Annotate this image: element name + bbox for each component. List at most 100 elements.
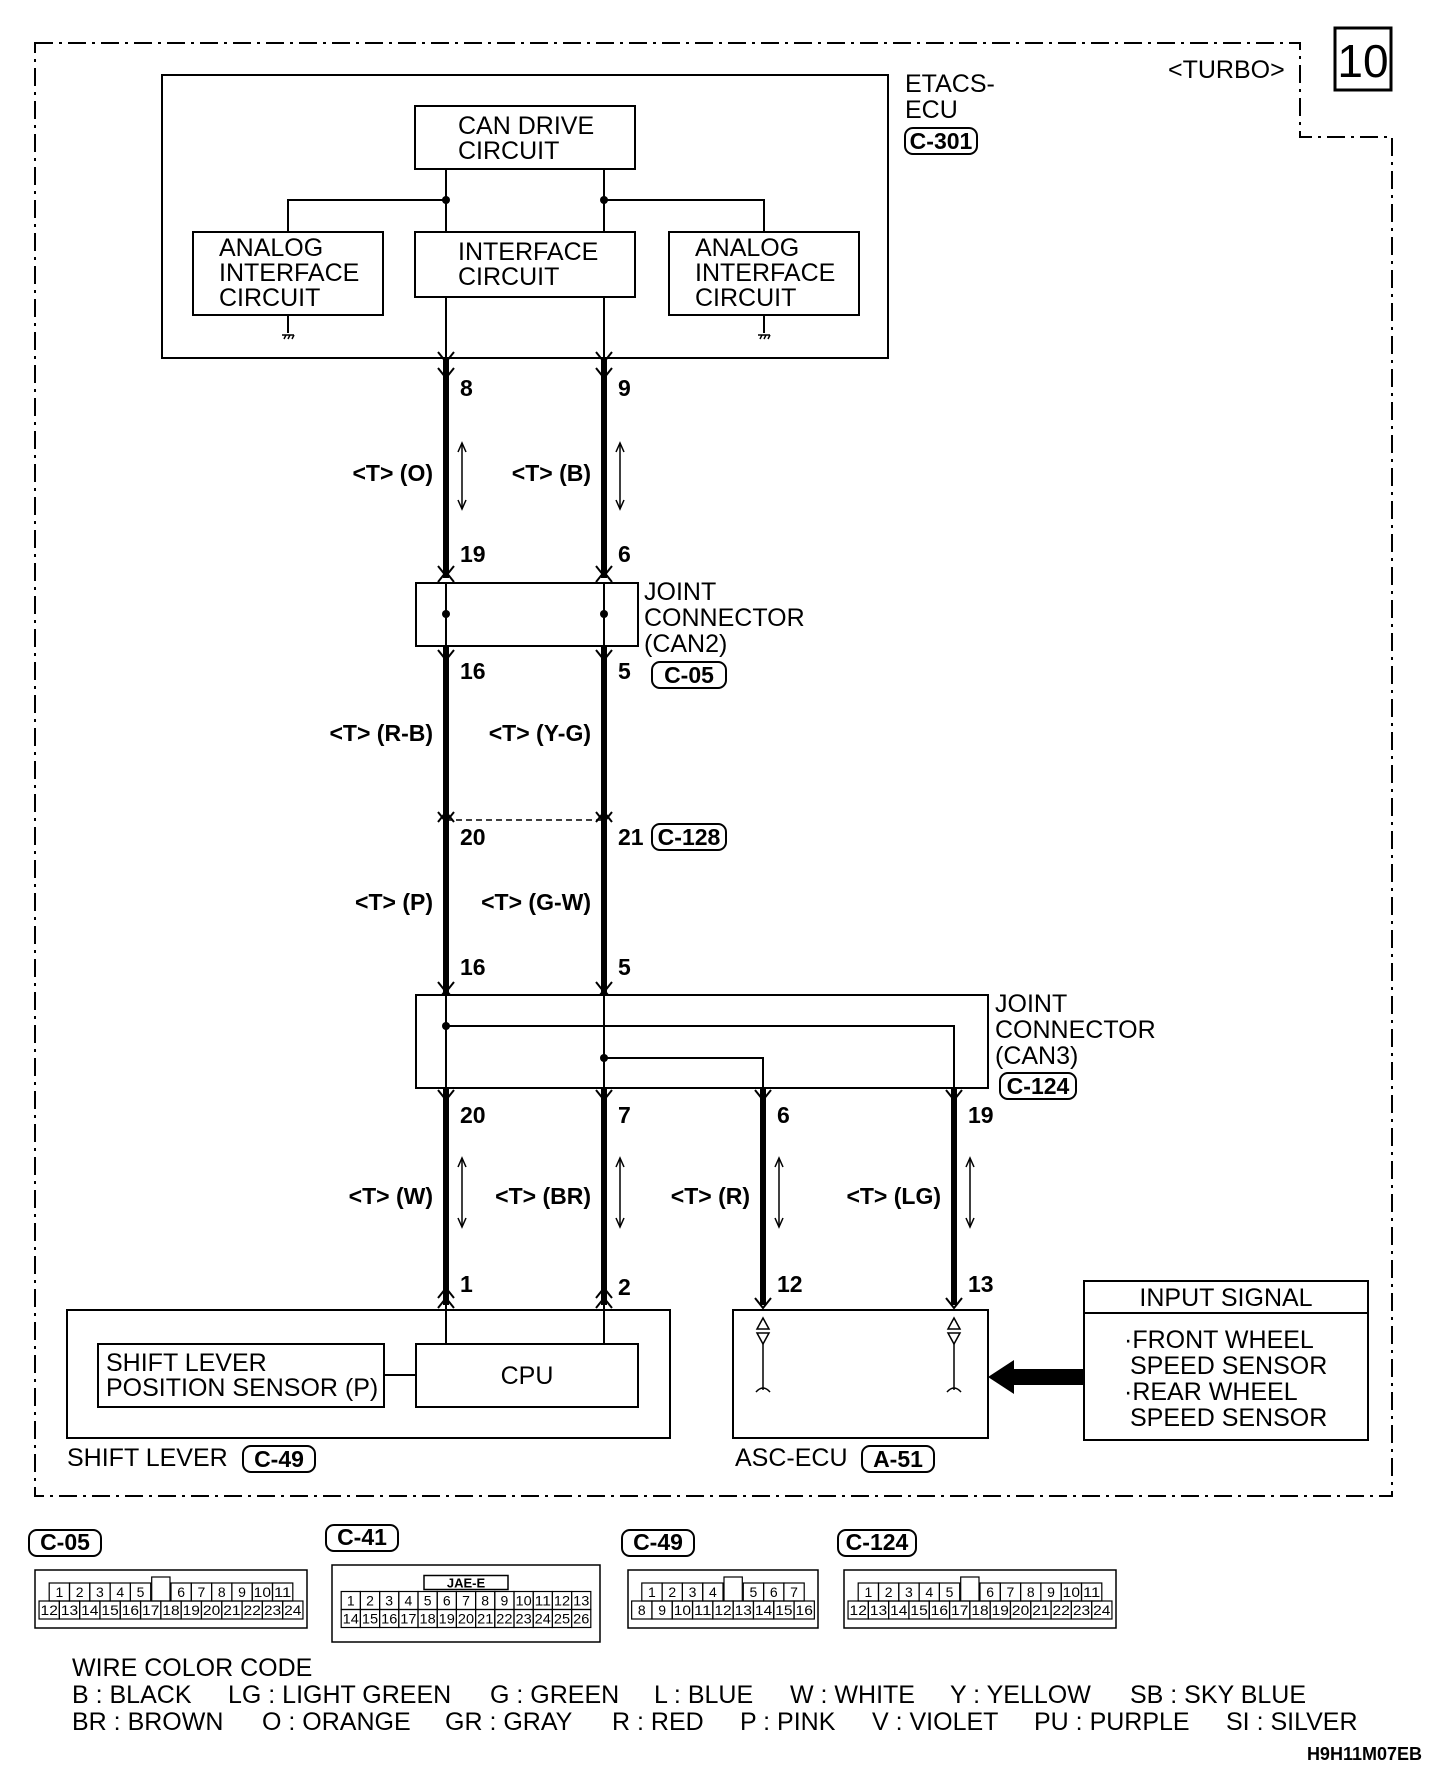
- interface-line1: INTERFACE: [458, 238, 598, 266]
- shift-lever-cpu: [415, 1343, 639, 1408]
- pin-can2-5: 5: [618, 658, 631, 684]
- connector-view-pin-label: 24: [284, 1602, 302, 1618]
- pin-c128-20: 20: [460, 824, 486, 850]
- sensor-line2: POSITION SENSOR (P): [106, 1374, 378, 1402]
- etacs-internal-lines: [287, 169, 765, 358]
- connector-view-tag-box-c-05: [28, 1529, 102, 1557]
- pin-can2-6: 6: [618, 541, 631, 567]
- analog-right-line1: ANALOG: [695, 234, 799, 262]
- connector-view-pin-label: 17: [400, 1611, 416, 1627]
- can2-connector-tag: C-05: [664, 662, 714, 688]
- wire-seg3-left: <T> (P): [355, 889, 433, 915]
- input-signal-line4: SPEED SENSOR: [1130, 1404, 1327, 1432]
- etacs-ecu-box: [161, 74, 889, 359]
- connector-view-pin-label: 15: [362, 1611, 378, 1627]
- connector-view-pin-label: 10: [516, 1593, 532, 1609]
- color-code-sb: SB : SKY BLUE: [1130, 1681, 1306, 1709]
- connector-view-pin-label: 3: [385, 1593, 393, 1609]
- connector-view-pin-label: 25: [554, 1611, 570, 1627]
- pin-shift-2: 2: [618, 1274, 631, 1300]
- wire-seg2-left: <T> (R-B): [330, 720, 434, 746]
- connector-view-pin-label: 6: [986, 1584, 994, 1600]
- connector-view-pin-label: 20: [458, 1611, 474, 1627]
- connector-view-pin-label: 18: [420, 1611, 436, 1627]
- connector-view-pin-label: 14: [755, 1602, 773, 1618]
- connector-view-pin-label: 18: [162, 1602, 180, 1618]
- connector-view-pin-label: 7: [1007, 1584, 1015, 1600]
- connector-view-pin-label: 24: [535, 1611, 551, 1627]
- connector-view-pin-label: 4: [405, 1593, 413, 1609]
- connector-view-pin-label: 15: [101, 1602, 119, 1618]
- pin-can3-20: 20: [460, 1102, 486, 1128]
- input-signal-line3: ·REAR WHEEL: [1124, 1378, 1298, 1406]
- asc-ecu-box: [732, 1309, 989, 1439]
- connector-view-pin-label: 12: [850, 1602, 868, 1618]
- wire-seg4-br: <T> (BR): [495, 1183, 591, 1209]
- connector-view-pin-label: 23: [1073, 1602, 1091, 1618]
- pin-can3-16: 16: [460, 954, 486, 980]
- connector-view-housing-c-41: [331, 1564, 601, 1643]
- wire-seg2-right: <T> (Y-G): [489, 720, 591, 746]
- connector-view-pin-label: 13: [573, 1593, 589, 1609]
- shift-connector-tag-box: [242, 1445, 316, 1473]
- connector-view-pin-label: 16: [931, 1602, 949, 1618]
- pin-can2-19: 19: [460, 541, 486, 567]
- connector-view-pin-label: 16: [122, 1602, 140, 1618]
- wire-seg4-r: <T> (R): [671, 1183, 750, 1209]
- connector-view-pin-label: 21: [1032, 1602, 1050, 1618]
- color-code-b: B : BLACK: [72, 1681, 192, 1709]
- connector-view-tag-c-05: C-05: [40, 1529, 90, 1555]
- color-code-w: W : WHITE: [790, 1681, 915, 1709]
- connector-view-pin-label: 20: [1012, 1602, 1030, 1618]
- connector-view-pin-label: 11: [535, 1593, 551, 1609]
- page-number: 10: [1337, 35, 1388, 87]
- connector-view-pin-label: 6: [443, 1593, 451, 1609]
- c128-connector-tag: C-128: [658, 824, 721, 850]
- pin-etacs-8: 8: [460, 375, 473, 401]
- interface-line2: CIRCUIT: [458, 263, 559, 291]
- joint-connector-can3: [415, 994, 989, 1089]
- connector-view-pin-label: 21: [477, 1611, 493, 1627]
- wire-color-row2: BR : BROWN O : ORANGE GR : GRAY R : RED …: [72, 1708, 1358, 1736]
- wire-seg4-w: <T> (W): [349, 1183, 433, 1209]
- etacs-connector-tag: C-301: [910, 128, 973, 154]
- connector-view-cavity: [570, 1608, 592, 1629]
- connector-view-housing-c-05: [34, 1569, 308, 1629]
- color-code-pu: PU : PURPLE: [1034, 1708, 1190, 1736]
- c128-connector-tag-box: [651, 823, 727, 851]
- can2-label-1: JOINT: [644, 578, 716, 606]
- connector-view-tag-box-c-49: [621, 1529, 695, 1557]
- sensor-line1: SHIFT LEVER: [106, 1349, 267, 1377]
- shift-internal-lines: [445, 1305, 605, 1344]
- input-arrow: [988, 1360, 1084, 1394]
- connector-view-pin-label: 7: [462, 1593, 470, 1609]
- diagram-boundary: [34, 42, 1393, 1497]
- connector-view-pin-label: 14: [81, 1602, 99, 1618]
- input-signal-box: [1083, 1280, 1369, 1441]
- connector-view-pin-label: 4: [709, 1584, 717, 1600]
- connector-view-pin-label: 3: [96, 1584, 104, 1600]
- pin-asc-12: 12: [777, 1271, 803, 1297]
- connector-view-pin-label: 10: [674, 1602, 692, 1618]
- shift-lever-label: SHIFT LEVER: [67, 1444, 228, 1472]
- connector-view-pin-label: 12: [41, 1602, 59, 1618]
- connector-view-pin-label: 4: [925, 1584, 933, 1600]
- connector-view-pin-label: 19: [183, 1602, 201, 1618]
- connector-view-pin-label: 9: [658, 1602, 666, 1618]
- connector-view-pin-label: 2: [668, 1584, 676, 1600]
- connector-view-pin-label: 1: [347, 1593, 355, 1609]
- connector-view-pin-label: 11: [1083, 1584, 1101, 1600]
- cpu-label: CPU: [501, 1362, 554, 1390]
- pin-can3-7: 7: [618, 1102, 631, 1128]
- wire-seg1-right: <T> (B): [512, 460, 591, 486]
- color-code-si: SI : SILVER: [1226, 1708, 1358, 1736]
- pin-asc-13: 13: [968, 1271, 994, 1297]
- connector-view-housing-c-49: [627, 1569, 819, 1629]
- color-code-y: Y : YELLOW: [950, 1681, 1091, 1709]
- connector-view-pin-label: 3: [905, 1584, 913, 1600]
- connector-view-pin-label: 15: [910, 1602, 928, 1618]
- connector-view-pin-label: 2: [885, 1584, 893, 1600]
- connector-view-pin-label: 8: [218, 1584, 226, 1600]
- connector-view-pin-label: 5: [137, 1584, 145, 1600]
- input-signal-line1: ·FRONT WHEEL: [1124, 1326, 1314, 1354]
